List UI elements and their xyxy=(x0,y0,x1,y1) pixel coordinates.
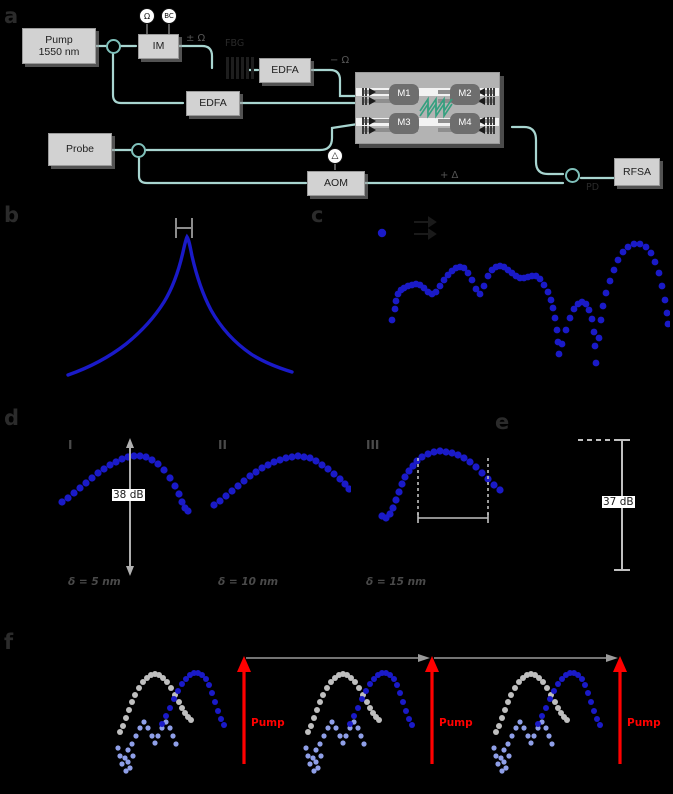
panel-letter-f: f xyxy=(4,630,14,654)
panel-f-fsr-arrow-2 xyxy=(434,654,618,662)
legend-arrow-bottom xyxy=(414,228,437,240)
panel-d-delta-II: δ = 10 nm xyxy=(218,576,279,588)
panel-f-pump-label-1: Pump xyxy=(251,717,285,729)
panel-f-subpeaks-1 xyxy=(115,719,179,774)
panel-letter-e: e xyxy=(495,410,510,434)
panel-f-unit-1 xyxy=(115,656,251,774)
mirror-m2: M2 xyxy=(450,84,480,105)
label-minus-omega: − Ω xyxy=(330,55,350,66)
bc-stem xyxy=(168,24,170,36)
panel-f-plot: Pump xyxy=(115,654,661,774)
acoustic-wave-icon xyxy=(419,96,453,119)
panel-letter-b: b xyxy=(4,203,20,227)
panel-b-plot xyxy=(66,218,294,377)
panel-d-roman-I: I xyxy=(68,438,73,452)
panel-letter-d: d xyxy=(4,406,20,430)
panel-f-blue-lobe-3 xyxy=(535,670,603,728)
coupler-triangle-3 xyxy=(369,117,376,125)
edfa-bottom-box: EDFA xyxy=(186,91,240,116)
panel-f-pump-arrow-3 xyxy=(613,656,627,764)
panel-d-delta-III: δ = 15 nm xyxy=(366,576,427,588)
aom-driver-stem xyxy=(334,162,336,170)
panel-letter-c: c xyxy=(311,203,324,227)
panel-d-annotation-38db: 38 dB xyxy=(112,489,145,501)
panel-letter-a: a xyxy=(4,4,19,28)
panel-d-I-scatter xyxy=(58,452,192,515)
label-plus-delta: + Δ xyxy=(440,170,459,181)
panel-c-plot xyxy=(377,216,670,367)
panel-d-III-bandwidth-bracket xyxy=(417,458,489,523)
intensity-modulator-box: IM xyxy=(138,34,179,59)
panel-f-unit-2 xyxy=(303,656,439,774)
panel-d-suppression-arrow xyxy=(126,438,134,576)
probe-laser-box: Probe xyxy=(48,133,112,166)
coupler-triangle-2 xyxy=(369,97,376,105)
delta-frequency-icon: △ xyxy=(327,148,343,164)
panel-f-blue-lobe-1 xyxy=(159,670,227,728)
circulator-probe xyxy=(131,143,146,158)
panel-d-III-scatter xyxy=(378,447,504,522)
omega-stem xyxy=(146,24,148,36)
panel-c-scatter xyxy=(388,240,670,367)
panel-d-II-plot xyxy=(210,452,351,509)
pump-laser-box: Pump 1550 nm xyxy=(22,28,96,64)
panel-f-pump-label-2: Pump xyxy=(439,717,473,729)
pump-label-line2: 1550 nm xyxy=(38,46,80,58)
panel-f-gray-lobe-3 xyxy=(493,671,570,735)
pump-label-line1: Pump xyxy=(45,33,73,46)
aom-box: AOM xyxy=(307,171,365,196)
panel-c-legend xyxy=(377,216,437,240)
fbg-label: FBG xyxy=(225,38,245,49)
edfa-top-box: EDFA xyxy=(259,58,311,83)
mirror-m3: M3 xyxy=(389,113,419,134)
panel-f-pump-arrow-1 xyxy=(237,656,251,764)
linewidth-bracket-marker xyxy=(175,218,193,238)
mirror-m1: M1 xyxy=(389,84,419,105)
panel-f-subpeaks-3 xyxy=(491,719,555,774)
panel-f-fsr-arrow-1 xyxy=(246,654,430,662)
omega-icon: Ω xyxy=(139,8,155,24)
panel-d-delta-I: δ = 5 nm xyxy=(68,576,121,588)
panel-f-pump-label-3: Pump xyxy=(627,717,661,729)
panel-f-pump-arrow-2 xyxy=(425,656,439,764)
panel-d-roman-III: III xyxy=(366,438,380,452)
legend-data-dot xyxy=(377,228,387,238)
mirror-m4: M4 xyxy=(450,113,480,134)
panel-f-subpeaks-2 xyxy=(303,719,367,774)
panel-b-curve xyxy=(66,233,294,377)
waveguide-upper xyxy=(356,88,499,96)
coupler-triangle-1 xyxy=(369,88,376,96)
panel-d-III-plot xyxy=(378,447,504,523)
legend-arrow-top xyxy=(414,216,437,228)
waveguide-lower xyxy=(356,118,499,126)
panel-d-roman-II: II xyxy=(218,438,227,452)
panel-d-II-scatter xyxy=(210,452,351,509)
bias-controller-icon: BC xyxy=(161,8,177,24)
photodiode-label: PD xyxy=(586,182,600,193)
rfsa-box: RFSA xyxy=(614,158,660,186)
panel-d-I-plot xyxy=(58,452,192,515)
panel-f-unit-3 xyxy=(491,656,627,774)
circulator-pump xyxy=(106,39,121,54)
coupler-triangle-4 xyxy=(369,126,376,134)
coupler-detector xyxy=(565,168,580,183)
panel-f-blue-lobe-2 xyxy=(347,670,415,728)
label-plus-minus-omega: ± Ω xyxy=(186,33,206,44)
panel-f-gray-lobe-1 xyxy=(117,671,194,735)
panel-e-annotation-37db: 37 dB xyxy=(602,496,635,508)
panel-f-gray-lobe-2 xyxy=(305,671,382,735)
